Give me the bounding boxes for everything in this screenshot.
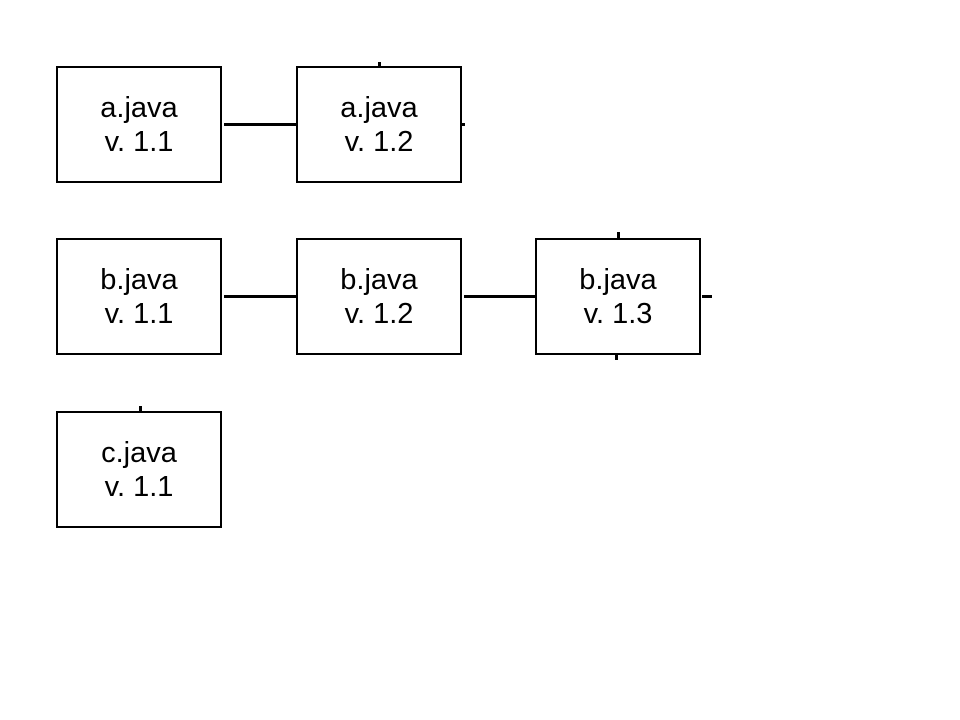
filename-label: b.java <box>100 263 178 296</box>
revision-box-c-1.1: c.java v. 1.1 <box>56 411 222 528</box>
link-a-1.2-stub <box>462 123 465 126</box>
version-label: v. 1.3 <box>583 297 653 330</box>
link-b-1.1-to-1.2 <box>224 295 298 298</box>
revision-box-a-1.2: a.java v. 1.2 <box>296 66 462 183</box>
tick-b-1.3-bottom <box>615 354 618 360</box>
link-b-1.3-stub <box>702 295 712 298</box>
filename-label: b.java <box>340 263 418 296</box>
version-label: v. 1.1 <box>104 125 174 158</box>
tick-c-1.1-top <box>139 406 142 412</box>
revision-box-a-1.1: a.java v. 1.1 <box>56 66 222 183</box>
version-label: v. 1.2 <box>344 125 414 158</box>
link-b-1.2-to-1.3 <box>464 295 538 298</box>
revision-box-b-1.3: b.java v. 1.3 <box>535 238 701 355</box>
tick-a-1.2-top <box>378 62 381 68</box>
version-label: v. 1.2 <box>344 297 414 330</box>
revision-box-b-1.1: b.java v. 1.1 <box>56 238 222 355</box>
filename-label: c.java <box>101 436 177 469</box>
revision-box-b-1.2: b.java v. 1.2 <box>296 238 462 355</box>
filename-label: b.java <box>579 263 657 296</box>
link-a-1.1-to-1.2 <box>224 123 298 126</box>
filename-label: a.java <box>100 91 178 124</box>
version-label: v. 1.1 <box>104 470 174 503</box>
version-label: v. 1.1 <box>104 297 174 330</box>
filename-label: a.java <box>340 91 418 124</box>
tick-b-1.3-top <box>617 232 620 239</box>
